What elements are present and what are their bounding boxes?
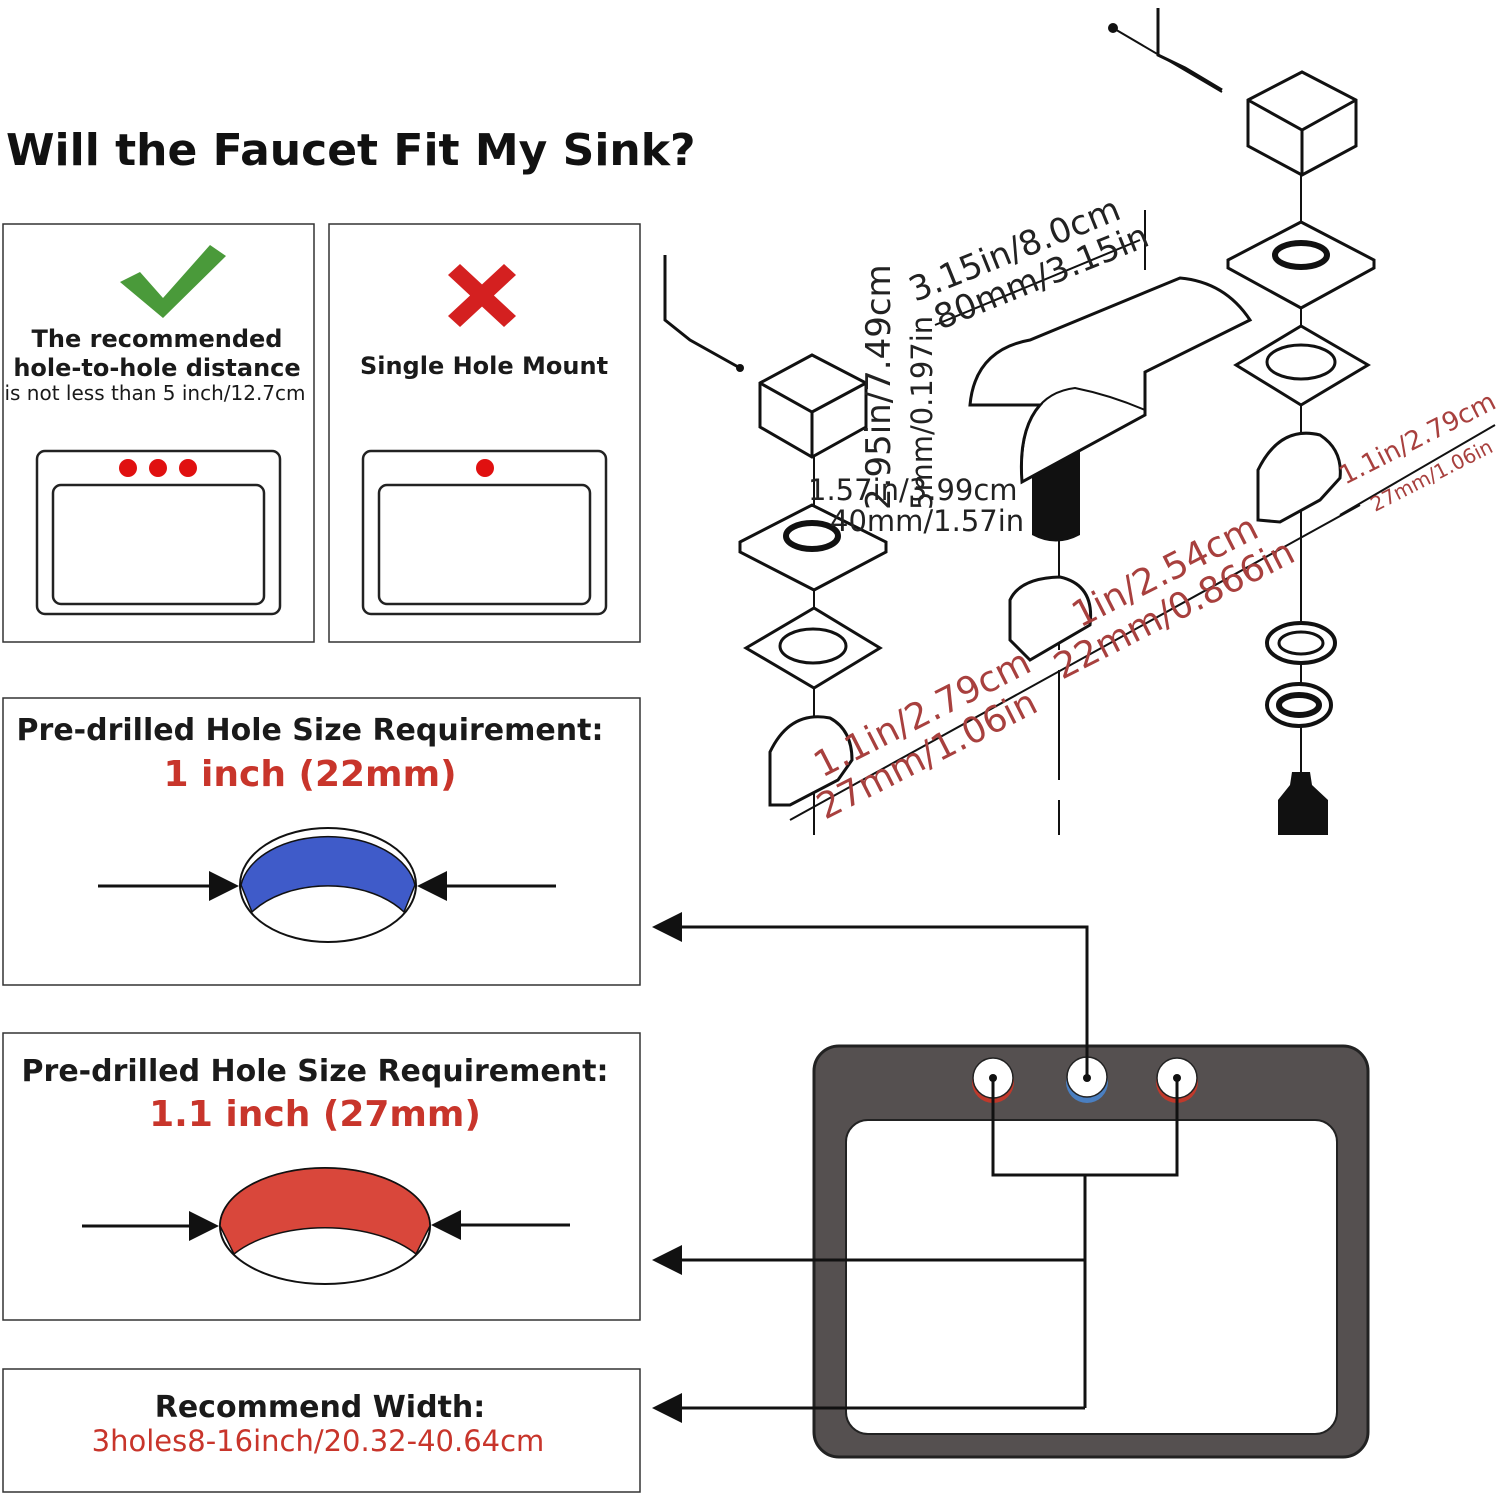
- hole-size-value-1: 1 inch (22mm): [163, 754, 456, 795]
- width-panel: Recommend Width: 3holes8-16inch/20.32-40…: [2, 1368, 641, 1493]
- hole-size-2-illustration: [82, 1167, 570, 1285]
- check-icon: [120, 245, 226, 318]
- spout-width-dim-1: 1.57in/3.99cm: [808, 473, 1018, 507]
- three-hole-sink-icon: [35, 449, 282, 616]
- recommended-line-3: is not less than 5 inch/12.7cm: [4, 381, 305, 405]
- width-value: 3holes8-16inch/20.32-40.64cm: [92, 1424, 545, 1458]
- hole-size-panel-1: Pre-drilled Hole Size Requirement: 1 inc…: [2, 697, 641, 986]
- hole-size-panel-2: Pre-drilled Hole Size Requirement: 1.1 i…: [2, 1032, 641, 1321]
- hole-size-1-illustration: [98, 827, 556, 943]
- recommended-line-2: hole-to-hole distance: [13, 354, 300, 382]
- hole-size-label-2: Pre-drilled Hole Size Requirement:: [22, 1054, 609, 1089]
- spout-width-dim-2: 40mm/1.57in: [830, 504, 1024, 538]
- hole-size-value-2: 1.1 inch (27mm): [149, 1094, 481, 1135]
- single-hole-sink-icon: [361, 449, 608, 616]
- height-dim-1: 2.95in/7.49cm: [859, 264, 899, 510]
- three-hole-sink-diagram: [652, 912, 1370, 1459]
- right-handle: [1246, 70, 1358, 177]
- recommended-line-1: The recommended: [32, 325, 283, 353]
- width-label: Recommend Width:: [155, 1390, 486, 1425]
- single-hole-panel: Single Hole Mount: [328, 223, 641, 643]
- hole-size-label-1: Pre-drilled Hole Size Requirement:: [17, 713, 604, 748]
- x-icon: [448, 264, 516, 327]
- exploded-faucet-diagram: 3.15in/8.0cm 80mm/3.15in 2.95in/7.49cm 5…: [663, 8, 1500, 835]
- recommended-panel: The recommended hole-to-hole distance is…: [2, 223, 315, 643]
- page-title: Will the Faucet Fit My Sink?: [6, 125, 696, 176]
- left-handle: [758, 353, 868, 459]
- height-dim-2: 5mm/0.197in: [905, 316, 939, 510]
- single-hole-label: Single Hole Mount: [360, 352, 608, 380]
